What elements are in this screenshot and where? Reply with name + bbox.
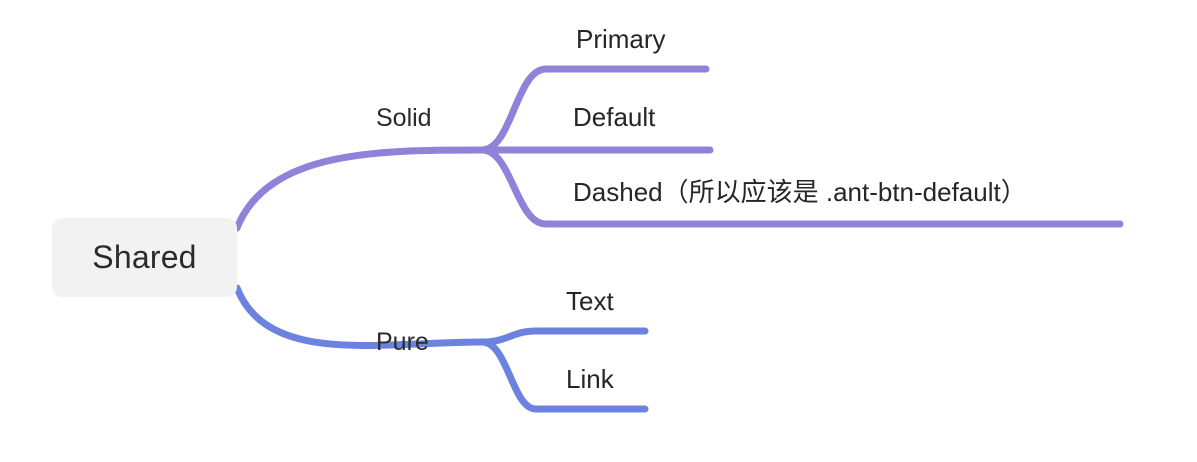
connector-solid-to-primary (478, 65, 710, 154)
connector-pure-to-text (478, 327, 649, 346)
leaf-label-default[interactable]: Default (573, 102, 656, 132)
connector-root-to-pure (233, 284, 486, 349)
root-node-label: Shared (92, 239, 197, 275)
connector-pure-to-link (478, 338, 649, 413)
root-node-shared[interactable]: Shared (52, 218, 237, 297)
leaf-label-dashed[interactable]: Dashed（所以应该是 .ant-btn-default） (573, 177, 1027, 207)
connector-root-to-solid (233, 146, 486, 232)
leaf-label-text[interactable]: Text (566, 286, 614, 316)
leaf-label-primary[interactable]: Primary (576, 24, 666, 54)
branch-label-pure[interactable]: Pure (376, 328, 429, 356)
connector-solid-to-dashed (478, 146, 1124, 228)
leaf-label-link[interactable]: Link (566, 364, 614, 394)
branch-label-solid[interactable]: Solid (376, 104, 432, 132)
